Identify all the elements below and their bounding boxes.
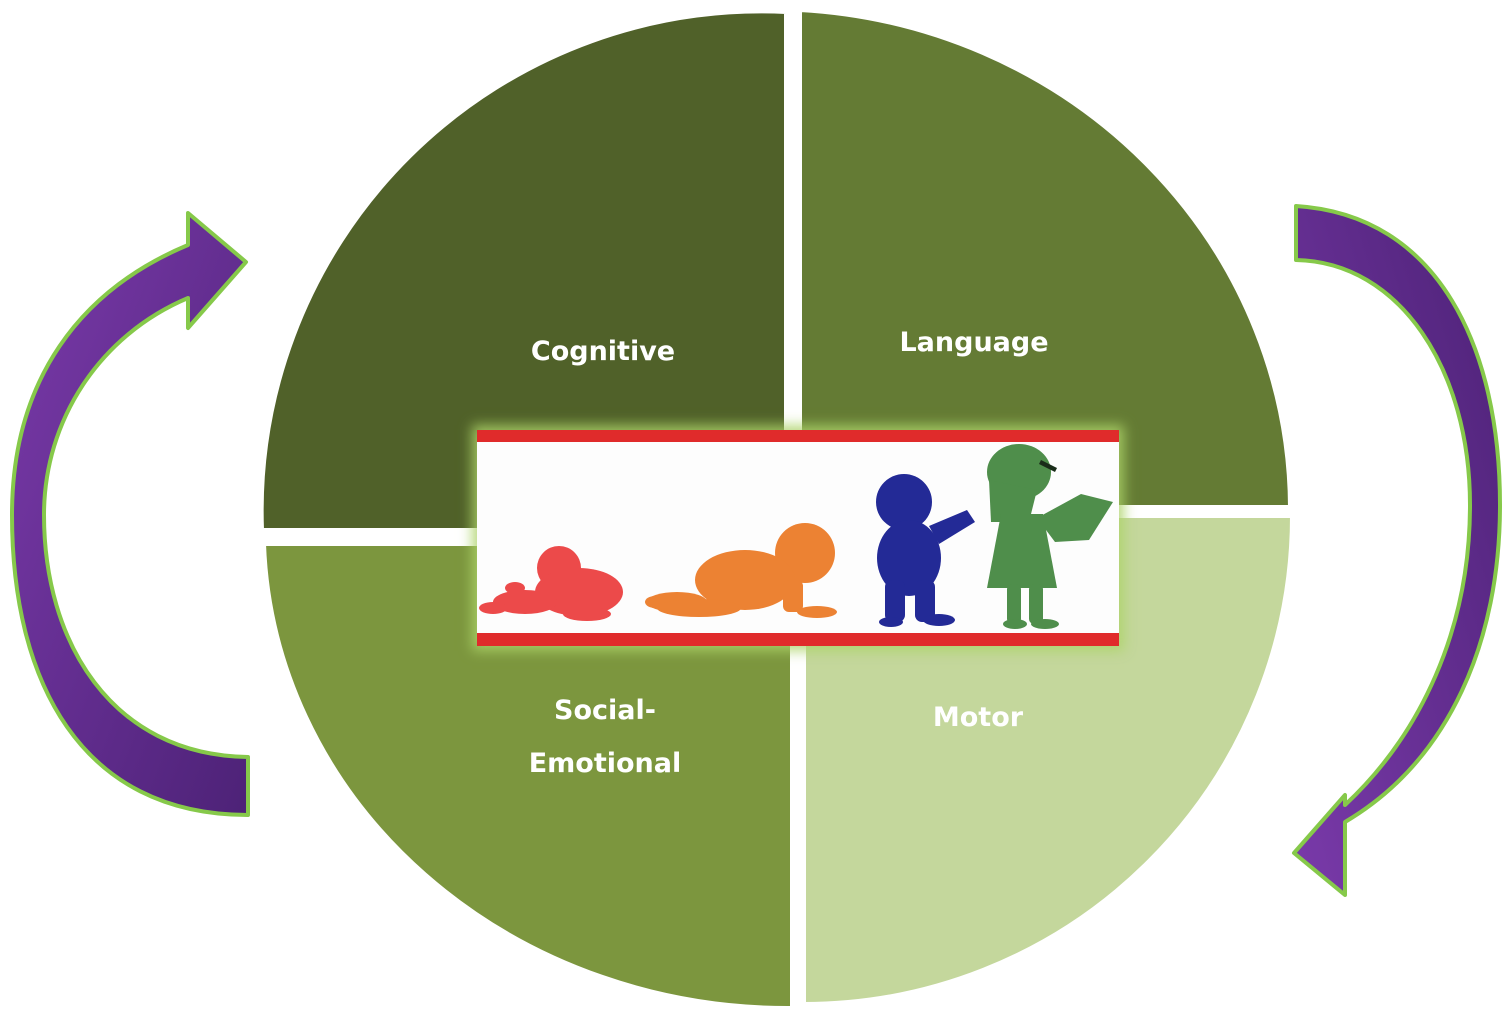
toddler-walking-figure — [876, 474, 975, 627]
child-reading-figure — [987, 444, 1113, 629]
label-language: Language — [899, 327, 1048, 358]
silhouettes-canvas — [477, 430, 1119, 646]
label-emotional: Emotional — [529, 748, 682, 779]
quadrant-social-emotional — [261, 542, 794, 1011]
baby-crawling-figure — [645, 523, 837, 618]
baby-lying-figure — [479, 546, 623, 621]
stripe-top — [477, 430, 1119, 442]
stripe-bottom — [477, 633, 1119, 646]
label-social: Social- — [554, 695, 656, 726]
label-cognitive: Cognitive — [531, 336, 675, 367]
quadrant-cognitive — [259, 9, 788, 532]
cycle-arrow-left — [10, 211, 250, 817]
quadrant-language — [798, 7, 1293, 509]
cycle-arrow-right — [1292, 204, 1502, 897]
label-motor: Motor — [933, 702, 1024, 733]
development-stages-image — [477, 430, 1119, 646]
